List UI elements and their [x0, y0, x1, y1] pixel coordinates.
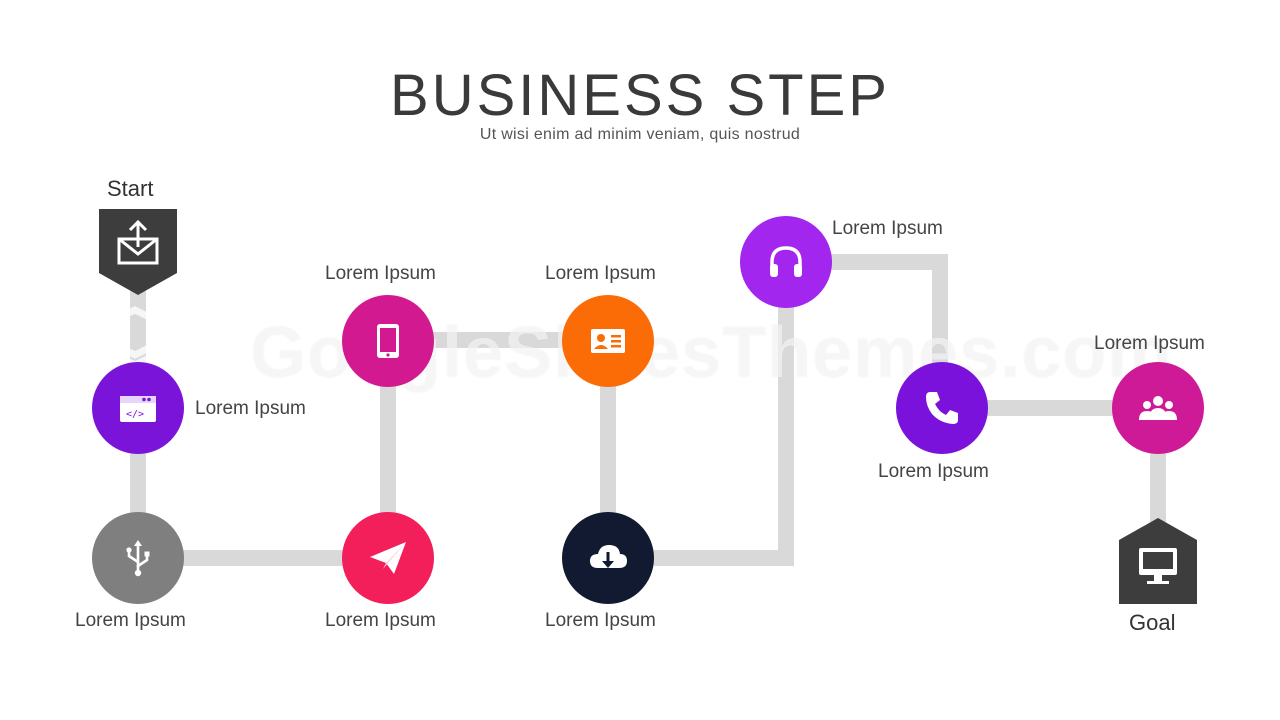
mail-upload-icon [117, 219, 159, 265]
step-label-8: Lorem Ipsum [878, 461, 989, 482]
page-subtitle: Ut wisi enim ad minim veniam, quis nostr… [479, 126, 801, 143]
step-label-1: Lorem Ipsum [195, 398, 306, 419]
step-node-plane [342, 512, 434, 604]
phone-icon [926, 392, 958, 424]
step-node-phone [896, 362, 988, 454]
goal-label: Goal [1129, 610, 1176, 635]
start-label: Start [107, 176, 154, 201]
step-node-cloud [562, 512, 654, 604]
step-node-usb [92, 512, 184, 604]
group-icon [1139, 396, 1177, 420]
usb-icon [126, 540, 150, 577]
code-window-icon: </> [120, 396, 156, 422]
cloud-download-icon [590, 545, 627, 568]
paper-plane-icon [370, 542, 406, 574]
goal-badge [1119, 518, 1197, 604]
tablet-icon [377, 324, 399, 358]
step-node-group [1112, 362, 1204, 454]
step-node-idcard [562, 295, 654, 387]
step-label-9: Lorem Ipsum [1094, 333, 1205, 354]
step-label-4: Lorem Ipsum [325, 263, 436, 284]
svg-text:</>: </> [126, 409, 144, 420]
step-node-code: </> [92, 362, 184, 454]
step-label-2: Lorem Ipsum [75, 610, 186, 631]
monitor-icon [1139, 548, 1177, 584]
step-label-7: Lorem Ipsum [832, 218, 943, 239]
step-label-6: Lorem Ipsum [545, 610, 656, 631]
step-node-tablet [342, 295, 434, 387]
headphones-icon [770, 246, 802, 277]
start-badge [99, 209, 177, 295]
id-card-icon [591, 329, 625, 353]
step-label-3: Lorem Ipsum [325, 610, 436, 631]
step-label-5: Lorem Ipsum [545, 263, 656, 284]
step-node-headphones [740, 216, 832, 308]
page-title: BUSINESS STEP [390, 63, 890, 128]
